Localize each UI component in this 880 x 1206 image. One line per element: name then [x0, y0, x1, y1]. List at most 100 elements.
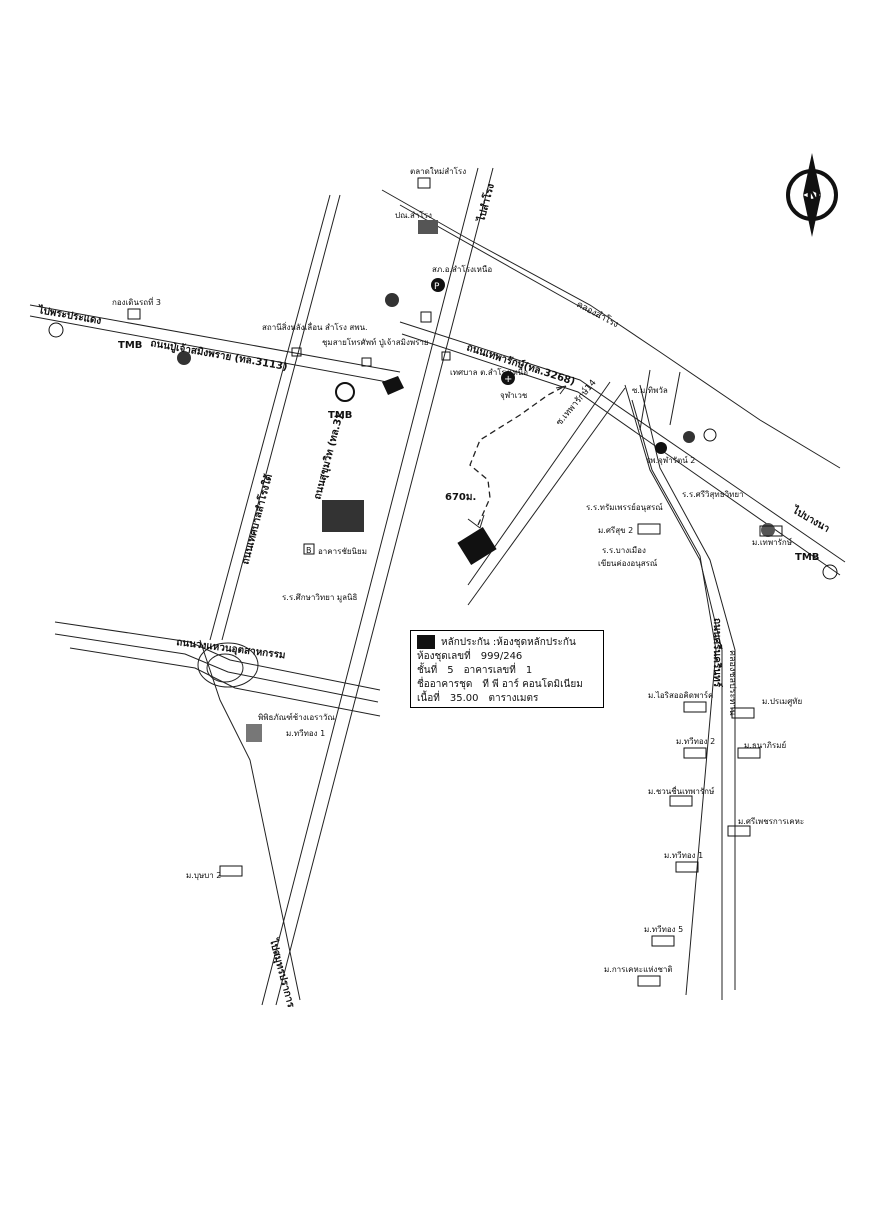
legend-floor-no: 5 [447, 665, 454, 676]
soi-thepharak14-edge-a [467, 387, 626, 606]
legend-floor-label: ชั้นที่ [417, 665, 438, 676]
road-south-ramp [199, 639, 301, 1001]
route-dashed [469, 385, 566, 526]
soi-thepharak14-edge-b [467, 381, 611, 586]
label-tmb-1: TMB [328, 410, 352, 421]
label-moo-srisap: ม.ศรีเพชรการเคหะ [738, 817, 804, 826]
label-moo-kora: ม.ไอริสออคิดพาร์ค [648, 690, 713, 700]
road-thetsaban-edge-b [221, 194, 341, 641]
road-pujao-edge-b [29, 315, 399, 385]
bank-kbank-icon [335, 382, 355, 402]
legend-area-unit: ตารางเมตร [488, 693, 539, 704]
label-kong-doem: กองเดินรถที่ 3 [112, 296, 161, 307]
legend-area-value: 35.00 [449, 693, 479, 704]
label-moo-thaw2: ม.ทวีทอง 2 [676, 737, 715, 746]
label-road-ring: ถนนวงแหวนอุตสาหกรรม [176, 637, 286, 661]
label-school-khian: เขียนค่องอนุสรณ์ [598, 558, 658, 568]
label-moo-bunya: ม.บุษบา 2 [186, 871, 221, 880]
label-station: สถานีสิ่งหลังเลื่อน สำโรง สพน. [262, 321, 368, 332]
svg-text:+: + [504, 374, 512, 385]
label-soi-thipwan: ซ.ม.ทิพวัล [632, 386, 668, 395]
legend-title-row: หลักประกัน :ห้องชุดหลักประกัน [417, 635, 597, 650]
label-moo-thaw5: ม.ทวีทอง 5 [644, 925, 683, 934]
road-thepharak-edge-b [401, 333, 841, 576]
shop-icon [420, 311, 432, 323]
bank-scb-icon [382, 376, 404, 395]
road-srinakarin-edge-a [624, 384, 723, 1000]
compass-icon: N [786, 153, 838, 237]
label-school-suksa: ร.ร.ศึกษาวิทยา มูลนิธิ [282, 593, 358, 603]
label-moo-thaw1: ม.ทวีทอง 1 [664, 851, 703, 860]
svg-text:B: B [306, 546, 312, 555]
label-distance: 670ม. [445, 492, 476, 503]
label-tmb-3: TMB [795, 552, 819, 563]
label-road-thetsaban: ถนนเทศบาลสำโรงใต้ [238, 473, 275, 566]
road-srinakarin-edge-b [639, 384, 736, 990]
label-moo-pramot: ม.ปรเมศูทัย [762, 697, 802, 707]
interchange-loop-a [197, 642, 259, 688]
road-ring-edge-a [54, 621, 381, 691]
interchange-loop-b [206, 653, 244, 683]
label-police-samrong: สภ.อ.สำโรงเหนือ [432, 264, 492, 274]
bigc-icon [322, 500, 364, 532]
canal-samrong [381, 189, 841, 469]
label-school-dreampan: ร.ร.ทรัมเพรรย์อนุสรณ์ [586, 502, 663, 512]
road-connector-a [639, 369, 651, 431]
label-moo-thipthong: ม.ทวีทอง 1 [286, 729, 325, 738]
fuel-icon [385, 293, 399, 307]
label-school-sriwit: ร.ร.ศรีวิสุทธวิทยา [682, 490, 744, 499]
label-bank-building: อาคารชัยนิยม [318, 547, 367, 556]
label-to-samrong: ไปสำโรง [474, 182, 497, 224]
route-arrow-head-2 [555, 385, 567, 395]
legend-building-no: 1 [525, 665, 533, 676]
road-ring-edge-c [69, 647, 381, 717]
police-icon [431, 278, 445, 292]
road-ring-edge-b [54, 633, 379, 703]
label-moo-thepharak: ม.เทพารักษ์ [752, 537, 792, 547]
label-post-samrong: ปณ.สำโรง [395, 210, 432, 220]
legend-area-row: เนื้อที่ 35.00 ตารางเมตร [417, 692, 597, 706]
label-to-bangna: ไปบางนา [790, 503, 833, 535]
label-moo-kaokeha: ม.การเคหะแห่งชาติ [604, 965, 673, 974]
label-canal-srinakarin: คลองชลประทาน [727, 650, 737, 715]
label-to-paknam: ไปสมุทรปราการ [267, 936, 298, 1009]
label-road-srinakarin: ถนนศรีนครินทร์ [711, 618, 723, 688]
road-thepharak-edge-a [399, 321, 846, 563]
legend-floor-row: ชั้นที่ 5 อาคารเลขที่ 1 [417, 664, 597, 678]
legend-title: หลักประกัน :ห้องชุดหลักประกัน [441, 637, 576, 648]
post-icon [418, 220, 438, 234]
legend-condo-row: ชื่ออาคารชุด ที พี อาร์ คอนโดมิเนียม [417, 678, 597, 692]
label-moo-chan: ม.ชวนชื่นเทพารักษ์ [648, 785, 714, 796]
legend-condo-label: ชื่ออาคารชุด [417, 679, 473, 690]
collateral-legend: หลักประกัน :ห้องชุดหลักประกัน ห้องชุดเลข… [410, 630, 604, 708]
label-moo-thana: ม.ธนาภิรมย์ [744, 740, 786, 750]
hospital-icon-2 [655, 442, 667, 454]
bank-bbl-icon [48, 322, 64, 338]
compass-letter: N [806, 186, 821, 207]
legend-building-label: อาคารเลขที่ [463, 665, 516, 676]
label-hosp-chularat: รพ.จุฬารัตน์ 2 [646, 455, 695, 465]
road-thetsaban-edge-a [209, 194, 331, 641]
road-connector-b [669, 371, 681, 426]
legend-unit-label: ห้องชุดเลขที่ [417, 651, 471, 662]
collateral-marker [457, 527, 497, 565]
canal-srinakarin [631, 399, 717, 996]
label-road-sukhumvit: ถนนสุขุมวิท (ทล.3) [311, 413, 345, 501]
legend-unit-row: ห้องชุดเลขที่ 999/246 [417, 650, 597, 664]
hospital-icon [501, 371, 515, 385]
museum-icon [246, 724, 262, 742]
label-museum: พิพิธภัณฑ์ช้างเอราวัณ [258, 712, 335, 722]
label-school-bangmuang: ร.ร.บางเมือง [602, 546, 646, 555]
legend-unit-no: 999/246 [480, 651, 523, 662]
road-sukhumvit-east-edge [275, 167, 494, 1006]
svg-text:P: P [434, 282, 440, 292]
legend-condo-name: ที พี อาร์ คอนโดมิเนียม [482, 679, 583, 690]
label-jutawech: จุฬาเวช [500, 391, 528, 400]
route-arrow-head [467, 514, 485, 529]
label-road-thepharak: ถนนเทพารักษ์(ทล.3268) [465, 341, 577, 387]
legend-area-label: เนื้อที่ [417, 693, 440, 704]
legend-swatch [417, 635, 435, 649]
road-sukhumvit-west-edge [261, 167, 479, 1006]
house-icons [219, 523, 783, 987]
label-tmb-2: TMB [118, 340, 142, 351]
